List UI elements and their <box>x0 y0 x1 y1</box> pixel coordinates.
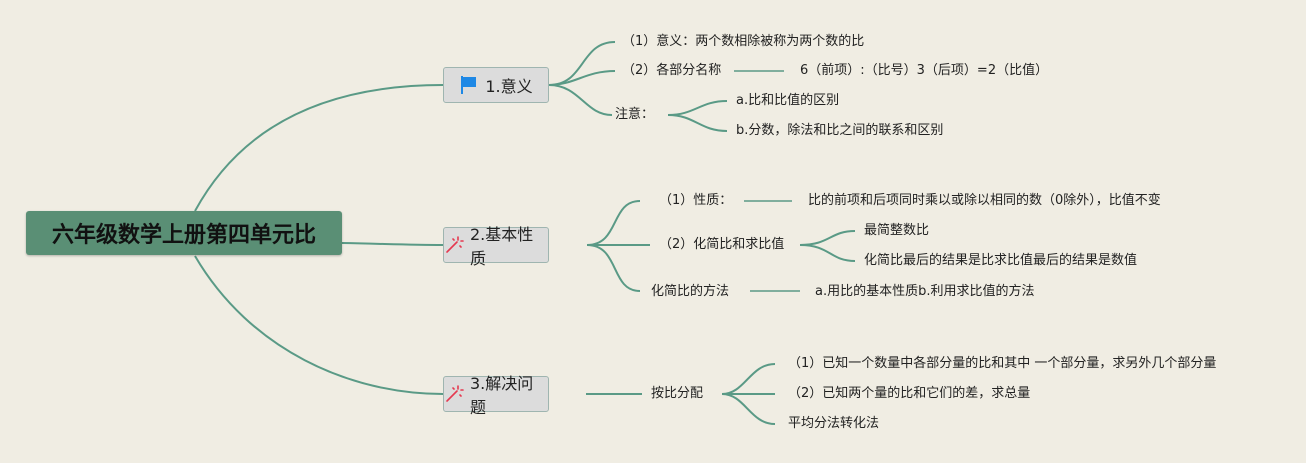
note-b[interactable]: b.分数，除法和比之间的联系和区别 <box>736 123 944 138</box>
simplify-label[interactable]: （2）化简比和求比值 <box>659 237 785 252</box>
case-1[interactable]: （1）已知一个数量中各部分量的比和其中 一个部分量，求另外几个部分量 <box>788 356 1217 371</box>
branch-basic-property[interactable]: 2.基本性质 <box>443 225 549 268</box>
parts-detail[interactable]: 6（前项）:（比号）3（后项）=2（比值） <box>800 63 1049 78</box>
simplify-b[interactable]: 化简比最后的结果是比求比值最后的结果是数值 <box>864 253 1138 268</box>
root-title: 六年级数学上册第四单元比 <box>51 223 316 248</box>
property-detail[interactable]: 比的前项和后项同时乘以或除以相同的数（0除外），比值不变 <box>808 193 1161 208</box>
meaning-definition[interactable]: （1）意义：两个数相除被称为两个数的比 <box>622 34 865 49</box>
sparkle-icon <box>444 235 464 255</box>
by-ratio-label[interactable]: 按比分配 <box>651 386 704 401</box>
method-label[interactable]: 化简比的方法 <box>651 284 730 299</box>
simplify-a[interactable]: 最简整数比 <box>864 223 930 238</box>
branch-label: 2.基本性质 <box>470 225 534 268</box>
root-topic[interactable]: 六年级数学上册第四单元比 <box>26 211 342 255</box>
branch-solve-problems[interactable]: 3.解决问题 <box>443 374 549 417</box>
case-2[interactable]: （2）已知两个量的比和它们的差，求总量 <box>788 386 1031 401</box>
case-3[interactable]: 平均分法转化法 <box>788 416 880 431</box>
property-label[interactable]: （1）性质： <box>659 193 733 208</box>
sparkle-icon <box>444 384 464 404</box>
note-label[interactable]: 注意： <box>615 107 655 122</box>
note-a[interactable]: a.比和比值的区别 <box>736 93 840 108</box>
parts-name[interactable]: （2）各部分名称 <box>622 63 722 78</box>
branch-meaning[interactable]: 1.意义 <box>443 67 549 103</box>
branch-label: 3.解决问题 <box>470 374 534 417</box>
method-detail[interactable]: a.用比的基本性质b.利用求比值的方法 <box>815 284 1035 299</box>
flag-icon <box>459 75 479 95</box>
branch-label: 1.意义 <box>485 77 533 96</box>
